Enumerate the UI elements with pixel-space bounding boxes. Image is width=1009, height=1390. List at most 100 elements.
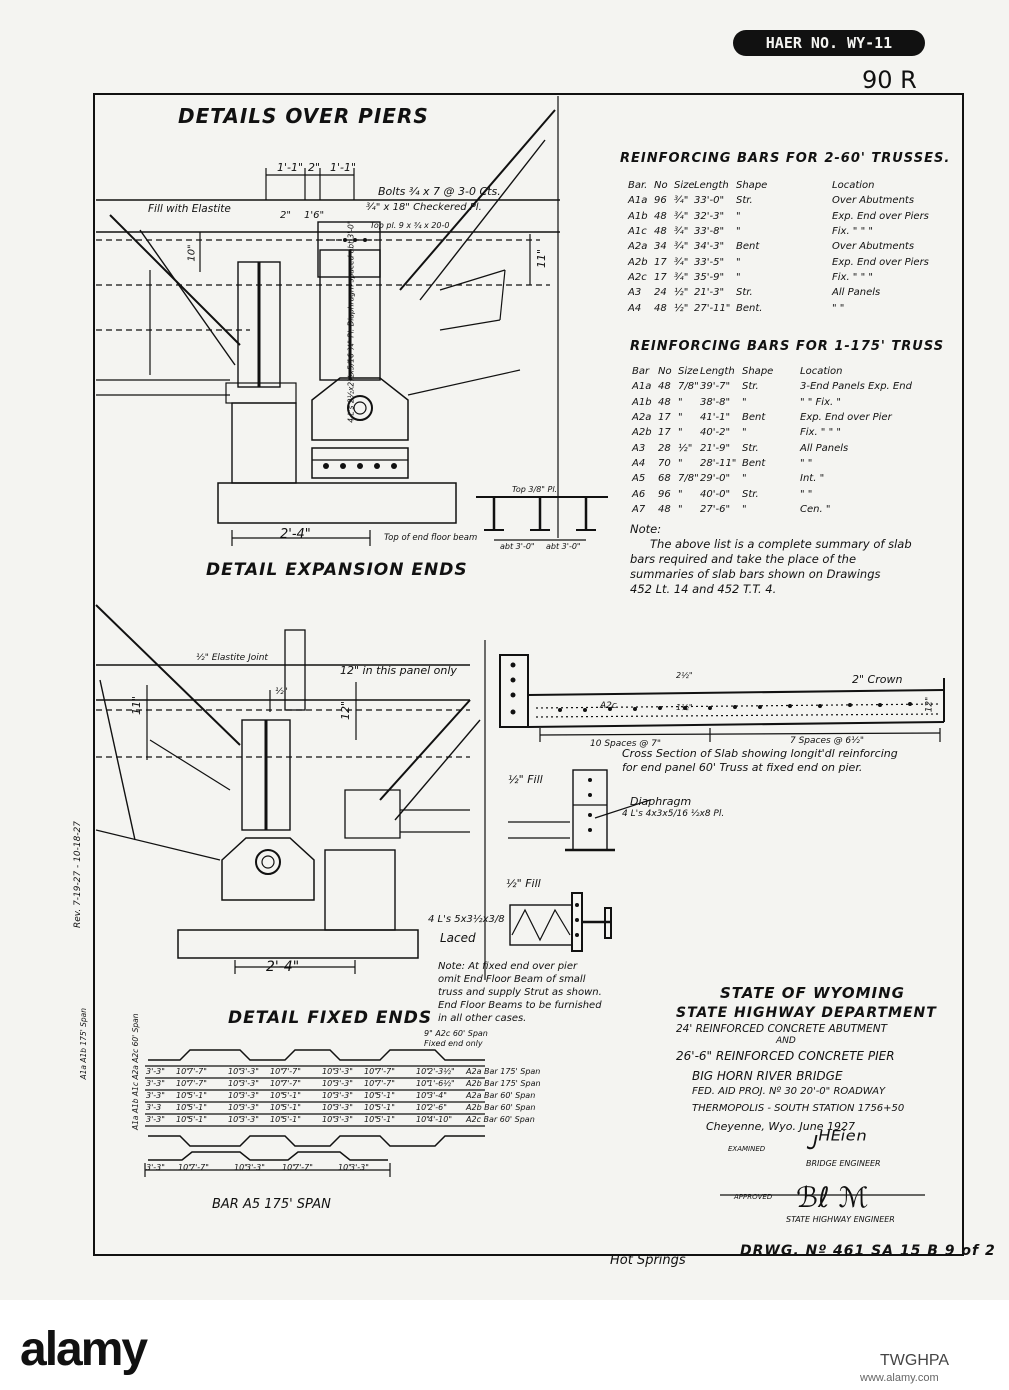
table-2-60-title: REINFORCING BARS FOR 2-60' TRUSSES. bbox=[620, 151, 951, 166]
bar-dim: 5'-1" bbox=[188, 1102, 207, 1112]
bar-dim: 10" bbox=[228, 1066, 242, 1076]
table-cell: 27'-6" bbox=[700, 503, 731, 515]
bar-a5-title: BAR A5 175' SPAN bbox=[212, 1197, 331, 1212]
bar-dim: 10" bbox=[416, 1102, 430, 1112]
revision-note: Rev. 7-19-27 - 10-18-27 bbox=[73, 820, 84, 929]
note-line: 452 Lt. 14 and 452 T.T. 4. bbox=[630, 582, 777, 596]
table-cell: " " bbox=[800, 488, 813, 500]
table-cell: Fix. " " " bbox=[800, 427, 841, 439]
watermark-logo: alamy bbox=[20, 1323, 148, 1376]
checkered-plate-label: ¾" x 18" Checkered Pl. bbox=[366, 202, 482, 213]
col-header: Location bbox=[832, 180, 875, 192]
haer-number-tag: HAER NO. WY-11 bbox=[733, 30, 925, 56]
dim-label: abt 3'-0" bbox=[500, 542, 535, 551]
watermark-image-id: TWGHPA bbox=[880, 1352, 950, 1369]
table-cell: A2a bbox=[628, 241, 648, 253]
title-line: Cheyenne, Wyo. June 1927 bbox=[706, 1120, 855, 1133]
table-cell: A1c bbox=[628, 226, 647, 238]
bar-dim: 10" bbox=[228, 1078, 242, 1088]
bar-dim: 7'-7" bbox=[376, 1066, 395, 1076]
bar-dim: 5'-1" bbox=[188, 1090, 207, 1100]
bar-dim: 7'-7" bbox=[190, 1163, 209, 1173]
drawing-number: DRWG. Nº 461 SA 15 B 9 of 2 bbox=[740, 1243, 996, 1259]
table-cell: Exp. End over Piers bbox=[832, 256, 929, 268]
slab-spacing: 10 Spaces @ 7" bbox=[590, 739, 662, 749]
fill-elastite-label: Fill with Elastite bbox=[148, 203, 231, 215]
bar-span-label: A1a A1b 175' Span bbox=[79, 1007, 89, 1080]
bar-dim: 10" bbox=[270, 1078, 284, 1088]
slab-dim: A2c bbox=[600, 701, 617, 711]
bar-dim: 3'-3" bbox=[240, 1102, 259, 1112]
table-cell: Bent bbox=[736, 241, 760, 253]
table-cell: ¾" bbox=[674, 256, 689, 268]
table-cell: " bbox=[678, 427, 683, 439]
engineering-drawing bbox=[95, 96, 945, 1196]
bar-dim: 10" bbox=[322, 1102, 336, 1112]
table-cell: A6 bbox=[632, 488, 646, 500]
fill-label: ½" Fill bbox=[506, 877, 541, 890]
table-cell: " bbox=[678, 396, 683, 408]
sheet-number: 90 R bbox=[862, 66, 917, 94]
bar-dim: 3'-3" bbox=[246, 1163, 265, 1173]
drawing-sheet: HAER NO. WY-11 90 R bbox=[0, 0, 1009, 1300]
bar-dim: 3'-3" bbox=[334, 1102, 353, 1112]
diaphragm-vertical-note: 4 L's 2½x2½x5/16 ¾" Pl. Diaphragm spaced… bbox=[346, 220, 356, 423]
detail-fixed-ends-title: DETAIL FIXED ENDS bbox=[228, 1008, 433, 1028]
title-line: BIG HORN RIVER BRIDGE bbox=[692, 1069, 843, 1083]
table-cell: Fix. " " " bbox=[832, 271, 873, 283]
cross-section-caption: Cross Section of Slab showing longit'dl … bbox=[622, 747, 898, 760]
table-cell: 17 bbox=[654, 256, 667, 268]
bar-dim: 10" bbox=[270, 1090, 284, 1100]
table-cell: A1a bbox=[628, 195, 648, 207]
fill-label: ½" Fill bbox=[508, 773, 543, 786]
bar-dim: 2'-3½" bbox=[428, 1066, 455, 1076]
note-line: Note: At fixed end over pier bbox=[438, 961, 578, 972]
col-header: Bar bbox=[632, 366, 650, 378]
table-cell: A2a bbox=[632, 412, 652, 424]
table-cell: 48 bbox=[654, 210, 667, 222]
table-cell: " " bbox=[832, 302, 845, 314]
title-line: THERMOPOLIS - SOUTH STATION 1756+50 bbox=[692, 1103, 905, 1114]
diaphragm-spec: 4 L's 4x3x5/16 ½x8 Pl. bbox=[622, 809, 725, 819]
table-cell: " bbox=[678, 457, 683, 469]
bar-dim: 10" bbox=[364, 1114, 378, 1124]
table-cell: 35'-9" bbox=[694, 271, 725, 283]
bar-dim: 10" bbox=[282, 1163, 296, 1173]
bar-span-label: A1a A1b A1c A2a A2c 60' Span bbox=[131, 1013, 140, 1131]
col-header: Size bbox=[678, 366, 699, 378]
table-cell: 68 bbox=[658, 473, 671, 485]
bar-dim: A2c Bar 60' Span bbox=[466, 1114, 535, 1124]
table-cell: " bbox=[678, 503, 683, 515]
col-header: Length bbox=[700, 366, 735, 378]
bar-dim: 10" bbox=[176, 1078, 190, 1088]
bar-dim: 10" bbox=[270, 1114, 284, 1124]
bar-dim: 10" bbox=[322, 1090, 336, 1100]
bar-a5-dims: 3'-3"10"7'-7"10"3'-3"10"7'-7"10"3'-3" bbox=[146, 1160, 386, 1175]
diaphragm-label: Diaphragm bbox=[630, 795, 692, 808]
table-cell: 21'-9" bbox=[700, 442, 731, 454]
table-cell: " bbox=[678, 488, 683, 500]
bar-dim: 3'-3" bbox=[240, 1090, 259, 1100]
table-cell: Exp. End over Piers bbox=[832, 210, 929, 222]
bar-dim: 2'-6" bbox=[428, 1102, 447, 1112]
table-cell: A1a bbox=[632, 381, 652, 393]
title-line: FED. AID PROJ. Nº 30 20'-0" ROADWAY bbox=[692, 1086, 886, 1097]
floor-beam-label: Top of end floor beam bbox=[384, 533, 478, 543]
table-cell: 96 bbox=[654, 195, 667, 207]
bar-row: 3'-3"10"5'-1"10"3'-3"10"5'-1"10"3'-3"10"… bbox=[146, 1113, 546, 1125]
bar-dim: 10" bbox=[176, 1114, 190, 1124]
bar-dim: 10" bbox=[416, 1090, 430, 1100]
dim-label: 11" bbox=[535, 248, 549, 269]
bar-dimension-table: 3'-3"10"7'-7"10"3'-3"10"7'-7"10"3'-3"10"… bbox=[146, 1065, 546, 1125]
bar-dim: A2b Bar 60' Span bbox=[466, 1102, 536, 1112]
